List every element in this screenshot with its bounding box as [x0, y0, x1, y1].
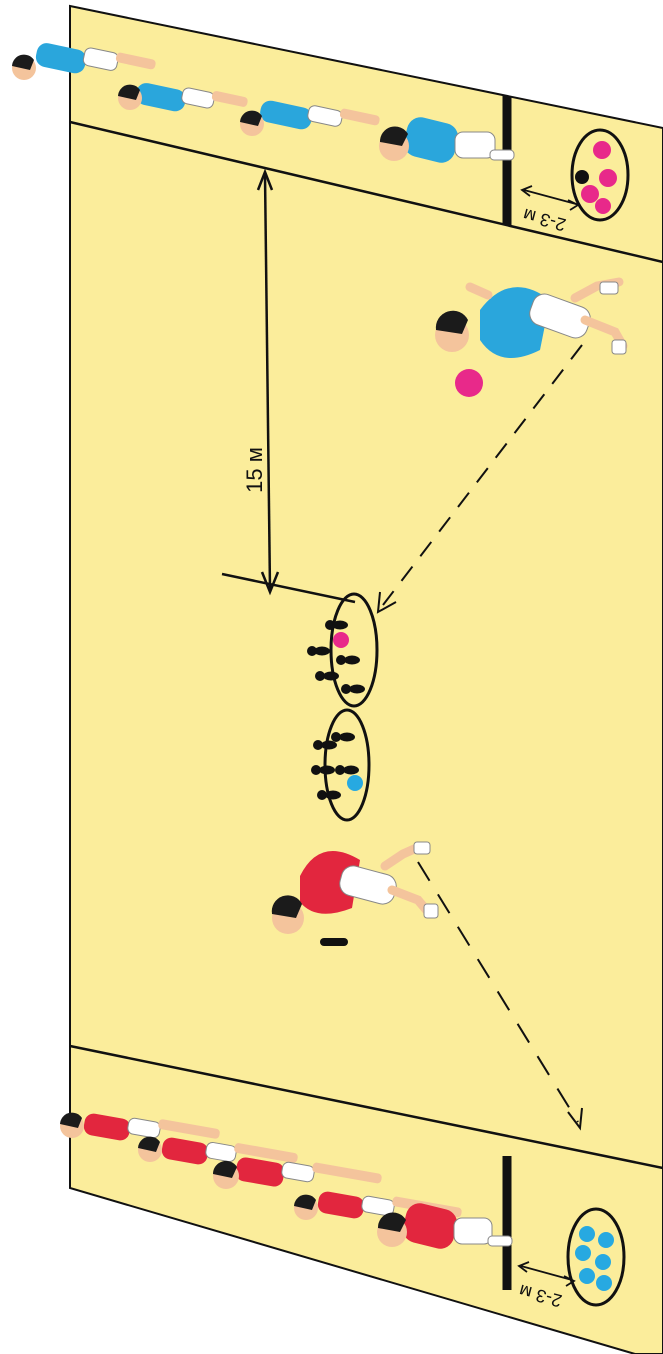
bowling-pin-icon — [307, 646, 330, 656]
ball-icon — [333, 632, 349, 648]
ball-icon — [579, 1268, 595, 1284]
bowling-pin-icon — [331, 732, 355, 742]
ball-icon — [598, 1232, 614, 1248]
ball-icon — [347, 775, 363, 791]
ball-icon — [581, 185, 599, 203]
bowling-pin-icon — [315, 671, 339, 681]
ball-icon — [575, 170, 589, 184]
bowling-pin-icon — [335, 765, 359, 775]
bowling-pin-icon — [317, 790, 341, 800]
ball-icon — [596, 1275, 612, 1291]
ball-icon — [455, 369, 483, 397]
ball-icon — [593, 141, 611, 159]
bowling-pin-icon — [341, 684, 365, 694]
ball-icon — [575, 1245, 591, 1261]
bowling-pin-icon — [313, 740, 337, 750]
bowling-pin-icon — [336, 655, 360, 665]
bowling-pin-icon — [311, 765, 335, 775]
bowling-pin-icon — [320, 938, 348, 946]
ball-icon — [595, 198, 611, 214]
ball-icon — [599, 169, 617, 187]
bowling-pin-icon — [325, 620, 348, 630]
ball-icon — [595, 1254, 611, 1270]
distance-label-15m: 15 м — [242, 447, 267, 493]
ball-icon — [579, 1226, 595, 1242]
